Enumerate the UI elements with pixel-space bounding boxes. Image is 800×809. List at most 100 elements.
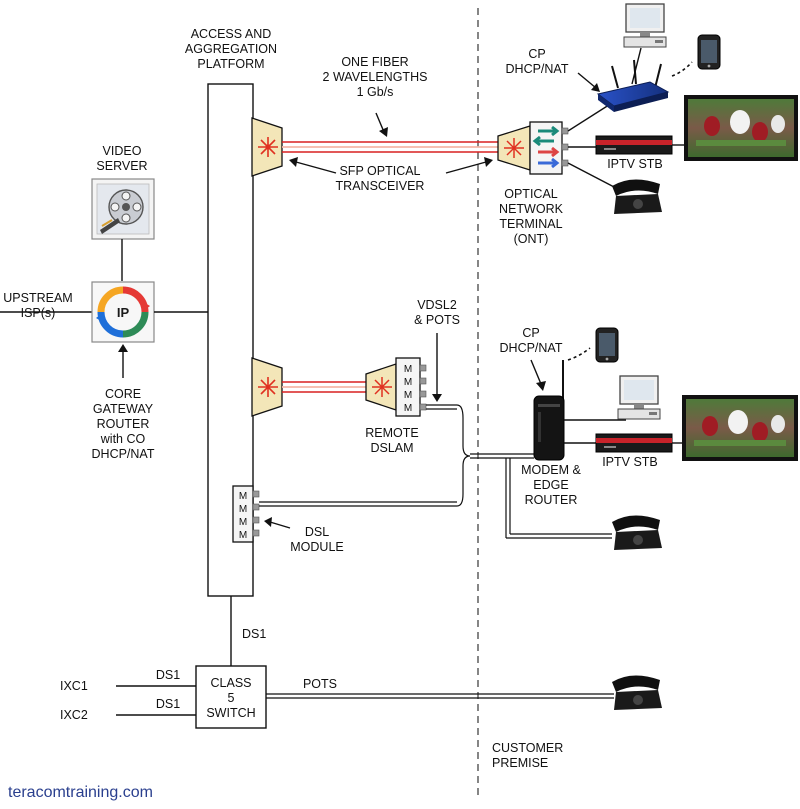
ds1-ixc2-label: DS1 — [156, 697, 180, 711]
fiber-bottom — [282, 381, 366, 393]
telephone-top-icon — [612, 179, 662, 214]
svg-text:1 Gb/s: 1 Gb/s — [357, 85, 394, 99]
telephone-bottom-icon — [612, 675, 662, 710]
vdsl-pointer-head — [432, 394, 442, 402]
svg-text:M: M — [239, 530, 247, 541]
ixc1-label: IXC1 — [60, 679, 88, 693]
svg-text:CUSTOMER: CUSTOMER — [492, 741, 563, 755]
svg-text:SWITCH: SWITCH — [206, 706, 255, 720]
iptv-stb-top-label: IPTV STB — [607, 157, 663, 171]
cp-top-label: CP DHCP/NAT — [506, 47, 569, 76]
iptv-stb-top-icon — [595, 135, 673, 155]
svg-text:ROUTER: ROUTER — [525, 493, 578, 507]
svg-text:TERMINAL: TERMINAL — [499, 217, 562, 231]
wifi-link-top — [671, 61, 693, 77]
svg-text:& POTS: & POTS — [414, 313, 460, 327]
cp-mid-pointer — [530, 359, 542, 385]
desktop-pc-mid-icon — [617, 375, 661, 420]
svg-text:M: M — [239, 504, 247, 515]
svg-text:VDSL2: VDSL2 — [417, 298, 457, 312]
vdsl-label: VDSL2 & POTS — [414, 298, 460, 327]
svg-text:MODEM &: MODEM & — [521, 463, 581, 477]
svg-text:DSLAM: DSLAM — [370, 441, 413, 455]
svg-text:M: M — [239, 517, 247, 528]
svg-text:DHCP/NAT: DHCP/NAT — [506, 62, 569, 76]
ds1-vertical-label: DS1 — [242, 627, 266, 641]
svg-text:IP: IP — [117, 305, 130, 320]
dsl-module-label: DSL MODULE — [290, 525, 343, 554]
smartphone-top-icon — [697, 34, 721, 70]
television-top-icon — [684, 95, 798, 161]
svg-text:EDGE: EDGE — [533, 478, 568, 492]
svg-text:SFP OPTICAL: SFP OPTICAL — [339, 164, 420, 178]
pots-label: POTS — [303, 677, 337, 691]
svg-text:ISP(s): ISP(s) — [21, 306, 56, 320]
ont-device — [497, 121, 569, 175]
television-mid-icon — [682, 395, 798, 461]
dslam-loop-line — [426, 404, 457, 410]
svg-text:DHCP/NAT: DHCP/NAT — [500, 341, 563, 355]
svg-text:DHCP/NAT: DHCP/NAT — [92, 447, 155, 461]
loop-brace — [456, 404, 471, 507]
class5-label: CLASS 5 SWITCH — [206, 676, 255, 720]
fiber-pointer — [375, 112, 385, 133]
sfp-pointer-right — [445, 161, 487, 174]
svg-text:SERVER: SERVER — [96, 159, 147, 173]
video-server-label: VIDEO SERVER — [96, 144, 147, 173]
sfp-transceiver-bottom — [251, 357, 283, 417]
ixc2-label: IXC2 — [60, 708, 88, 722]
platform-label: ACCESS AND AGGREGATION PLATFORM — [185, 27, 277, 71]
modem-edge-router-icon — [533, 360, 565, 461]
cp-top-pointer-head — [591, 83, 600, 92]
upstream-isp-label: UPSTREAM ISP(s) — [3, 291, 72, 320]
svg-text:UPSTREAM: UPSTREAM — [3, 291, 72, 305]
fiber-top — [282, 141, 498, 153]
svg-text:TRANSCEIVER: TRANSCEIVER — [336, 179, 425, 193]
sfp-pointer-left-head — [289, 157, 298, 167]
svg-text:OPTICAL: OPTICAL — [504, 187, 558, 201]
svg-text:2 WAVELENGTHS: 2 WAVELENGTHS — [323, 70, 428, 84]
smartphone-mid-icon — [595, 327, 619, 363]
modem-to-phone-line — [505, 458, 612, 539]
iptv-stb-mid-icon — [595, 433, 673, 453]
iptv-stb-mid-label: IPTV STB — [602, 455, 658, 469]
fiber-pointer-head — [379, 127, 388, 137]
class5-switch — [195, 665, 267, 729]
svg-text:PREMISE: PREMISE — [492, 756, 548, 770]
svg-text:ONE FIBER: ONE FIBER — [341, 55, 408, 69]
svg-text:M: M — [404, 377, 412, 388]
ont-to-router-link — [567, 102, 613, 132]
svg-text:CP: CP — [522, 326, 539, 340]
svg-text:DSL: DSL — [305, 525, 329, 539]
svg-text:(ONT): (ONT) — [514, 232, 549, 246]
svg-text:with CO: with CO — [100, 432, 146, 446]
svg-text:GATEWAY: GATEWAY — [93, 402, 154, 416]
svg-text:CLASS: CLASS — [211, 676, 252, 690]
one-fiber-label: ONE FIBER 2 WAVELENGTHS 1 Gb/s — [323, 55, 428, 99]
core-router-label: CORE GATEWAY ROUTER with CO DHCP/NAT — [92, 387, 155, 461]
dsl-module-loop-line — [259, 501, 457, 507]
svg-text:M: M — [404, 364, 412, 375]
core-router-pointer-head — [118, 344, 128, 352]
sfp-pointer-left — [295, 161, 337, 174]
svg-text:M: M — [239, 491, 247, 502]
sfp-transceiver-top — [251, 117, 283, 177]
customer-premise-label: CUSTOMER PREMISE — [492, 741, 563, 770]
sfp-pointer-right-head — [484, 157, 493, 167]
svg-text:5: 5 — [228, 691, 235, 705]
video-server-icon — [91, 178, 155, 240]
svg-text:MODULE: MODULE — [290, 540, 343, 554]
ds1-ixc1-label: DS1 — [156, 668, 180, 682]
svg-text:REMOTE: REMOTE — [365, 426, 418, 440]
svg-text:PLATFORM: PLATFORM — [197, 57, 264, 71]
wireless-router-icon — [596, 59, 670, 112]
modem-label: MODEM & EDGE ROUTER — [521, 463, 581, 507]
telephone-mid-icon — [612, 515, 662, 550]
svg-text:ACCESS AND: ACCESS AND — [191, 27, 272, 41]
ont-to-phone-link — [567, 162, 617, 189]
svg-text:CP: CP — [528, 47, 545, 61]
svg-text:VIDEO: VIDEO — [103, 144, 142, 158]
svg-text:NETWORK: NETWORK — [499, 202, 564, 216]
pots-line — [266, 693, 614, 699]
